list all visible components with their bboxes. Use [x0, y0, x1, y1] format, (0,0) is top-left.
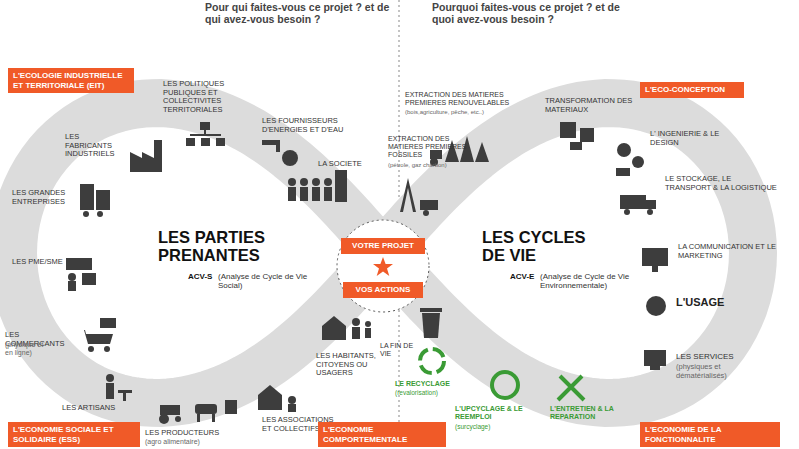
- stakeholder-label: LES HABITANTS, CITOYENS OU USAGERS: [316, 352, 388, 378]
- circular-label: L'UPCYCLAGE & LE REEMPLOI: [455, 405, 535, 421]
- lifecycle-label: L' INGENIERIE & LE DESIGN: [650, 130, 730, 147]
- icons: [66, 122, 668, 424]
- theme-box: L'ECONOMIE COMPORTEMENTALE: [318, 422, 446, 447]
- star-symbol: [373, 257, 393, 276]
- theme-box: L'ECO-CONCEPTION: [640, 82, 744, 98]
- stakeholder-label: LES PRODUCTEURS: [145, 429, 225, 438]
- stakeholder-label: LES POLITIQUES PUBLIQUES ET COLLECTIVITE…: [163, 80, 227, 115]
- box-text: L'ECONOMIE SOCIALE ET SOLIDAIRE (ESS): [13, 425, 135, 444]
- lifecycle-label: LA COMMUNICATION ET LE MARKETING: [678, 243, 790, 260]
- stakeholder-label: LES GRANDES ENTREPRISES: [12, 189, 74, 206]
- heading: Pourquoi faites-vous ce projet ? et de q…: [432, 1, 632, 25]
- box-text: L'ECOLOGIE INDUSTRIELLE ET TERRITORIALE …: [13, 71, 129, 90]
- circular-note: (revalorisation): [395, 389, 467, 396]
- circular-label: LE RECYCLAGE: [395, 380, 467, 388]
- section-title: LES CYCLES DE VIE: [482, 228, 607, 264]
- box-text: L'ECONOMIE DE LA FONCTIONNALITE: [645, 425, 775, 444]
- box-text: L'ECONOMIE COMPORTEMENTALE: [323, 425, 441, 444]
- project-box: VOS ACTIONS: [343, 282, 423, 298]
- method-label: ACV-S: [188, 272, 218, 281]
- theme-box: L'ECONOMIE SOCIALE ET SOLIDAIRE (ESS): [8, 422, 140, 447]
- lifecycle-note: (physiques et dématérialisés): [676, 363, 754, 380]
- center-circle: [337, 220, 429, 312]
- stakeholder-label: LES ARTISANS: [62, 404, 122, 413]
- circular-icons: [420, 349, 584, 400]
- box-text: VOTRE PROJET: [346, 241, 420, 251]
- method-label: (Analyse de Cycle de Vie Environnemental…: [540, 272, 660, 290]
- project-box: VOTRE PROJET: [341, 238, 425, 254]
- lifecycle-label: LA FIN DE VIE: [380, 342, 416, 358]
- lifecycle-label: EXTRACTION DES MATIERES PREMIERES RENOUV…: [405, 91, 543, 107]
- stakeholder-note: (physique et en ligne): [5, 341, 51, 357]
- method-label: (Analyse de Cycle de Vie Social): [218, 272, 328, 290]
- heading: Pour qui faites-vous ce projet ? et de q…: [205, 1, 397, 25]
- stakeholder-label: LA SOCIETE: [318, 160, 378, 169]
- lifecycle-label: EXTRACTION DES MATIERES PREMIERES FOSSIL…: [388, 135, 470, 159]
- theme-box: L'ECONOMIE DE LA FONCTIONNALITE: [640, 422, 780, 447]
- stakeholder-label: LES FABRICANTS INDUSTRIELS: [65, 133, 127, 159]
- lifecycle-note: (bois,agriculture, pêche, etc..): [405, 109, 545, 116]
- lifecycle-label: L'USAGE: [676, 296, 756, 309]
- stakeholder-label: LES FOURNISSEURS D'ENERGIES ET D'EAU: [262, 117, 362, 134]
- method-label: ACV-E: [510, 272, 540, 281]
- section-title: LES PARTIES PRENANTES: [158, 228, 288, 264]
- infinity-band: [13, 103, 753, 403]
- lifecycle-label: TRANSFORMATION DES MATERIAUX: [545, 97, 633, 114]
- lifecycle-label: LE STOCKAGE, LE TRANSPORT & LA LOGISTIQU…: [665, 175, 777, 192]
- lifecycle-note: (pétrole, gaz charbon): [388, 162, 460, 169]
- circular-label: L'ENTRETIEN & LA REPARATION: [550, 405, 626, 421]
- theme-box: L'ECOLOGIE INDUSTRIELLE ET TERRITORIALE …: [8, 68, 134, 93]
- lifecycle-label: LES SERVICES: [676, 352, 766, 361]
- stakeholder-note: (agro alimentaire): [145, 438, 225, 446]
- stakeholder-label: LES PME/SME: [12, 258, 64, 267]
- circular-note: (surcyclage): [455, 423, 535, 430]
- box-text: VOS ACTIONS: [348, 285, 418, 295]
- box-text: L'ECO-CONCEPTION: [645, 85, 739, 95]
